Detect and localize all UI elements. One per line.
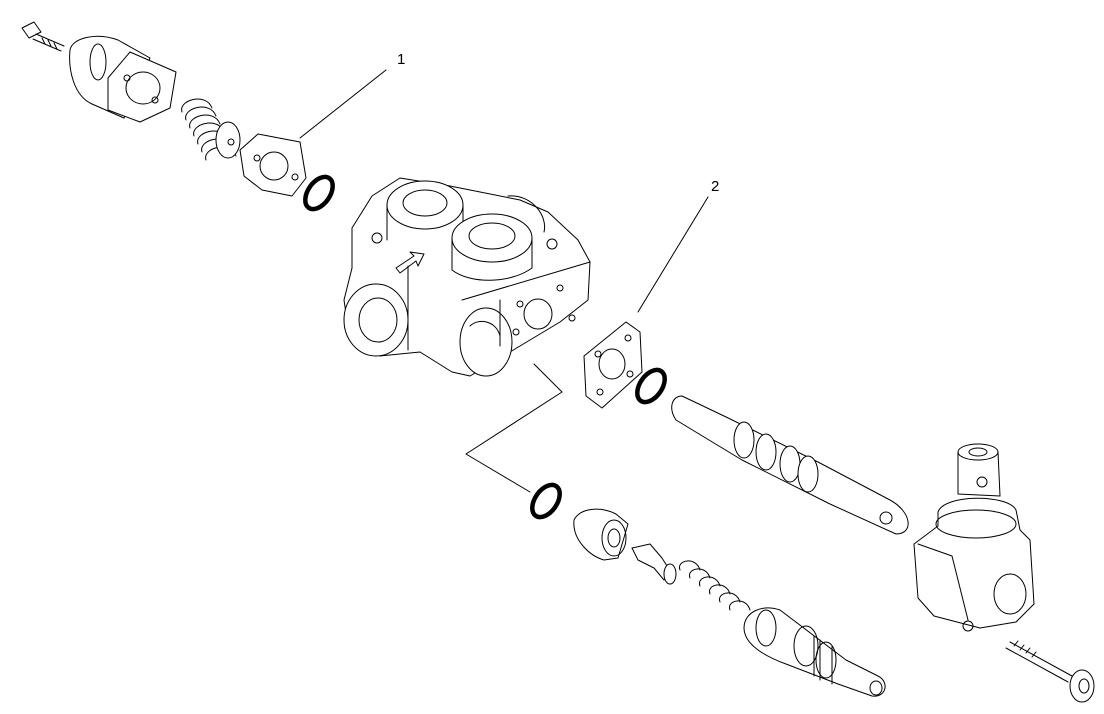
check-poppet — [573, 508, 629, 561]
callout-1-number: 1 — [397, 51, 405, 68]
check-plug — [743, 607, 886, 697]
check-spring — [679, 560, 751, 611]
check-stem — [631, 543, 677, 585]
gasket-1 — [239, 133, 307, 197]
relief-spring — [181, 98, 241, 161]
o-ring-1 — [303, 174, 335, 212]
o-ring-2 — [635, 367, 667, 405]
callout-2-leader — [637, 196, 709, 313]
gasket-2 — [583, 321, 643, 409]
o-ring-3 — [530, 482, 562, 520]
valve-spool — [671, 395, 909, 535]
outlet-leader — [465, 363, 563, 493]
callout-2: 2 — [637, 178, 719, 313]
screw-upper — [21, 21, 65, 52]
relief-cap — [69, 35, 177, 123]
callout-1: 1 — [299, 51, 405, 139]
valve-body — [343, 177, 591, 377]
callout-1-leader — [299, 69, 387, 139]
lever-bracket — [913, 443, 1035, 632]
screw-lower — [1005, 640, 1095, 703]
callout-2-number: 2 — [711, 178, 719, 195]
